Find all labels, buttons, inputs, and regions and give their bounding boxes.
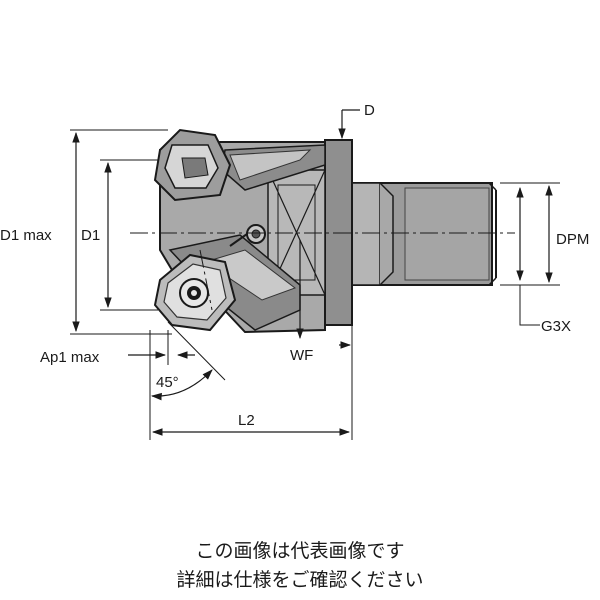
shank <box>351 182 497 286</box>
dimension-d: D <box>338 102 375 140</box>
label-angle: 45° <box>156 374 179 391</box>
dimension-dpm: DPM <box>500 182 589 286</box>
label-d1-max: D1 max <box>0 227 52 244</box>
dimension-d1-max: D1 max <box>0 129 172 335</box>
upper-insert <box>153 128 232 202</box>
label-ap1-max: Ap1 max <box>40 349 100 366</box>
dimension-d1: D1 <box>81 159 158 311</box>
caption-line-2: 詳細は仕様をご確認ください <box>176 569 424 591</box>
lower-insert <box>153 253 237 332</box>
label-d1: D1 <box>81 227 100 244</box>
center-lines <box>130 232 515 311</box>
dimension-wf: WF <box>290 240 353 440</box>
dimension-ap1-max: Ap1 max <box>40 330 195 366</box>
label-g3x: G3X <box>541 318 571 335</box>
label-l2: L2 <box>238 412 255 429</box>
caption-line-1: この画像は代表画像です <box>195 540 405 562</box>
dimension-l2: L2 <box>151 412 351 436</box>
dimension-angle: 45° <box>149 321 226 440</box>
dimension-g3x: G3X <box>516 186 571 335</box>
label-wf: WF <box>290 347 313 364</box>
label-dpm: DPM <box>556 231 589 248</box>
label-d: D <box>364 102 375 119</box>
